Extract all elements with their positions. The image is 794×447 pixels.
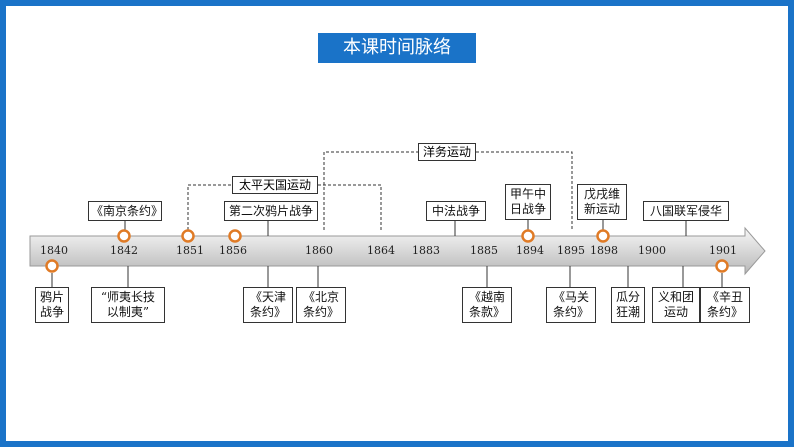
label-xinchou-line1: 《辛丑 <box>706 290 743 304</box>
label-opium-war: 鸦片 战争 <box>35 287 69 323</box>
year-1894: 1894 <box>516 244 544 257</box>
label-yihetuan: 义和团 运动 <box>652 287 700 323</box>
year-1885: 1885 <box>470 244 498 257</box>
label-beijing-line1: 《北京 <box>302 290 339 304</box>
year-1898: 1898 <box>590 244 618 257</box>
label-yuenan-line1: 《越南 <box>468 290 505 304</box>
label-nanjing: 《南京条约》 <box>88 201 163 221</box>
label-shiyi-line1: “师夷长技 <box>100 290 156 304</box>
label-tianjin-line2: 条约》 <box>249 305 286 319</box>
label-guafen-line2: 狂潮 <box>615 305 640 319</box>
label-shiyi-line2: 以制夷” <box>106 305 150 319</box>
year-1842: 1842 <box>110 244 138 257</box>
label-wuxu: 戊戌维 新运动 <box>577 184 627 220</box>
year-1851: 1851 <box>176 244 204 257</box>
year-1883: 1883 <box>412 244 440 257</box>
year-1900: 1900 <box>638 244 666 257</box>
label-taiping: 太平天国运动 <box>232 176 318 194</box>
label-jiawu: 甲午中 日战争 <box>505 184 551 220</box>
year-1895: 1895 <box>557 244 585 257</box>
year-1901: 1901 <box>709 244 737 257</box>
label-guafen: 瓜分 狂潮 <box>611 287 645 323</box>
label-xinchou: 《辛丑 条约》 <box>700 287 750 323</box>
label-sino-french: 中法战争 <box>426 201 486 221</box>
timeline-arrow <box>29 226 766 276</box>
dot-1856 <box>228 229 242 243</box>
year-1860: 1860 <box>305 244 333 257</box>
label-maguan-line2: 条约》 <box>552 305 589 319</box>
label-wuxu-line1: 戊戌维 <box>583 187 620 201</box>
label-yangwu: 洋务运动 <box>418 143 476 161</box>
year-1856: 1856 <box>219 244 247 257</box>
dot-1898 <box>596 229 610 243</box>
label-jiawu-line2: 日战争 <box>509 202 546 216</box>
label-xinchou-line2: 条约》 <box>706 305 743 319</box>
label-second-opium: 第二次鸦片战争 <box>224 201 318 221</box>
dot-1842 <box>117 229 131 243</box>
label-yuenan: 《越南 条款》 <box>462 287 512 323</box>
dot-1901 <box>715 259 729 273</box>
dot-1851 <box>181 229 195 243</box>
label-opium-line1: 鸦片 <box>39 290 64 304</box>
page-title: 本课时间脉络 <box>318 33 476 63</box>
label-maguan: 《马关 条约》 <box>546 287 596 323</box>
label-yihetuan-line2: 运动 <box>663 305 688 319</box>
label-maguan-line1: 《马关 <box>552 290 589 304</box>
label-shiyi: “师夷长技 以制夷” <box>91 287 165 323</box>
year-1840: 1840 <box>40 244 68 257</box>
label-beijing-line2: 条约》 <box>302 305 339 319</box>
label-tianjin-line1: 《天津 <box>249 290 286 304</box>
label-beijing: 《北京 条约》 <box>296 287 346 323</box>
label-opium-line2: 战争 <box>39 305 64 319</box>
label-yihetuan-line1: 义和团 <box>657 290 694 304</box>
label-jiawu-line1: 甲午中 <box>509 187 546 201</box>
dot-1840 <box>45 259 59 273</box>
year-1864: 1864 <box>367 244 395 257</box>
label-guafen-line1: 瓜分 <box>615 290 640 304</box>
label-yuenan-line2: 条款》 <box>468 305 505 319</box>
dot-1894 <box>521 229 535 243</box>
label-wuxu-line2: 新运动 <box>583 202 620 216</box>
label-baguo: 八国联军侵华 <box>643 201 729 221</box>
label-tianjin: 《天津 条约》 <box>243 287 293 323</box>
